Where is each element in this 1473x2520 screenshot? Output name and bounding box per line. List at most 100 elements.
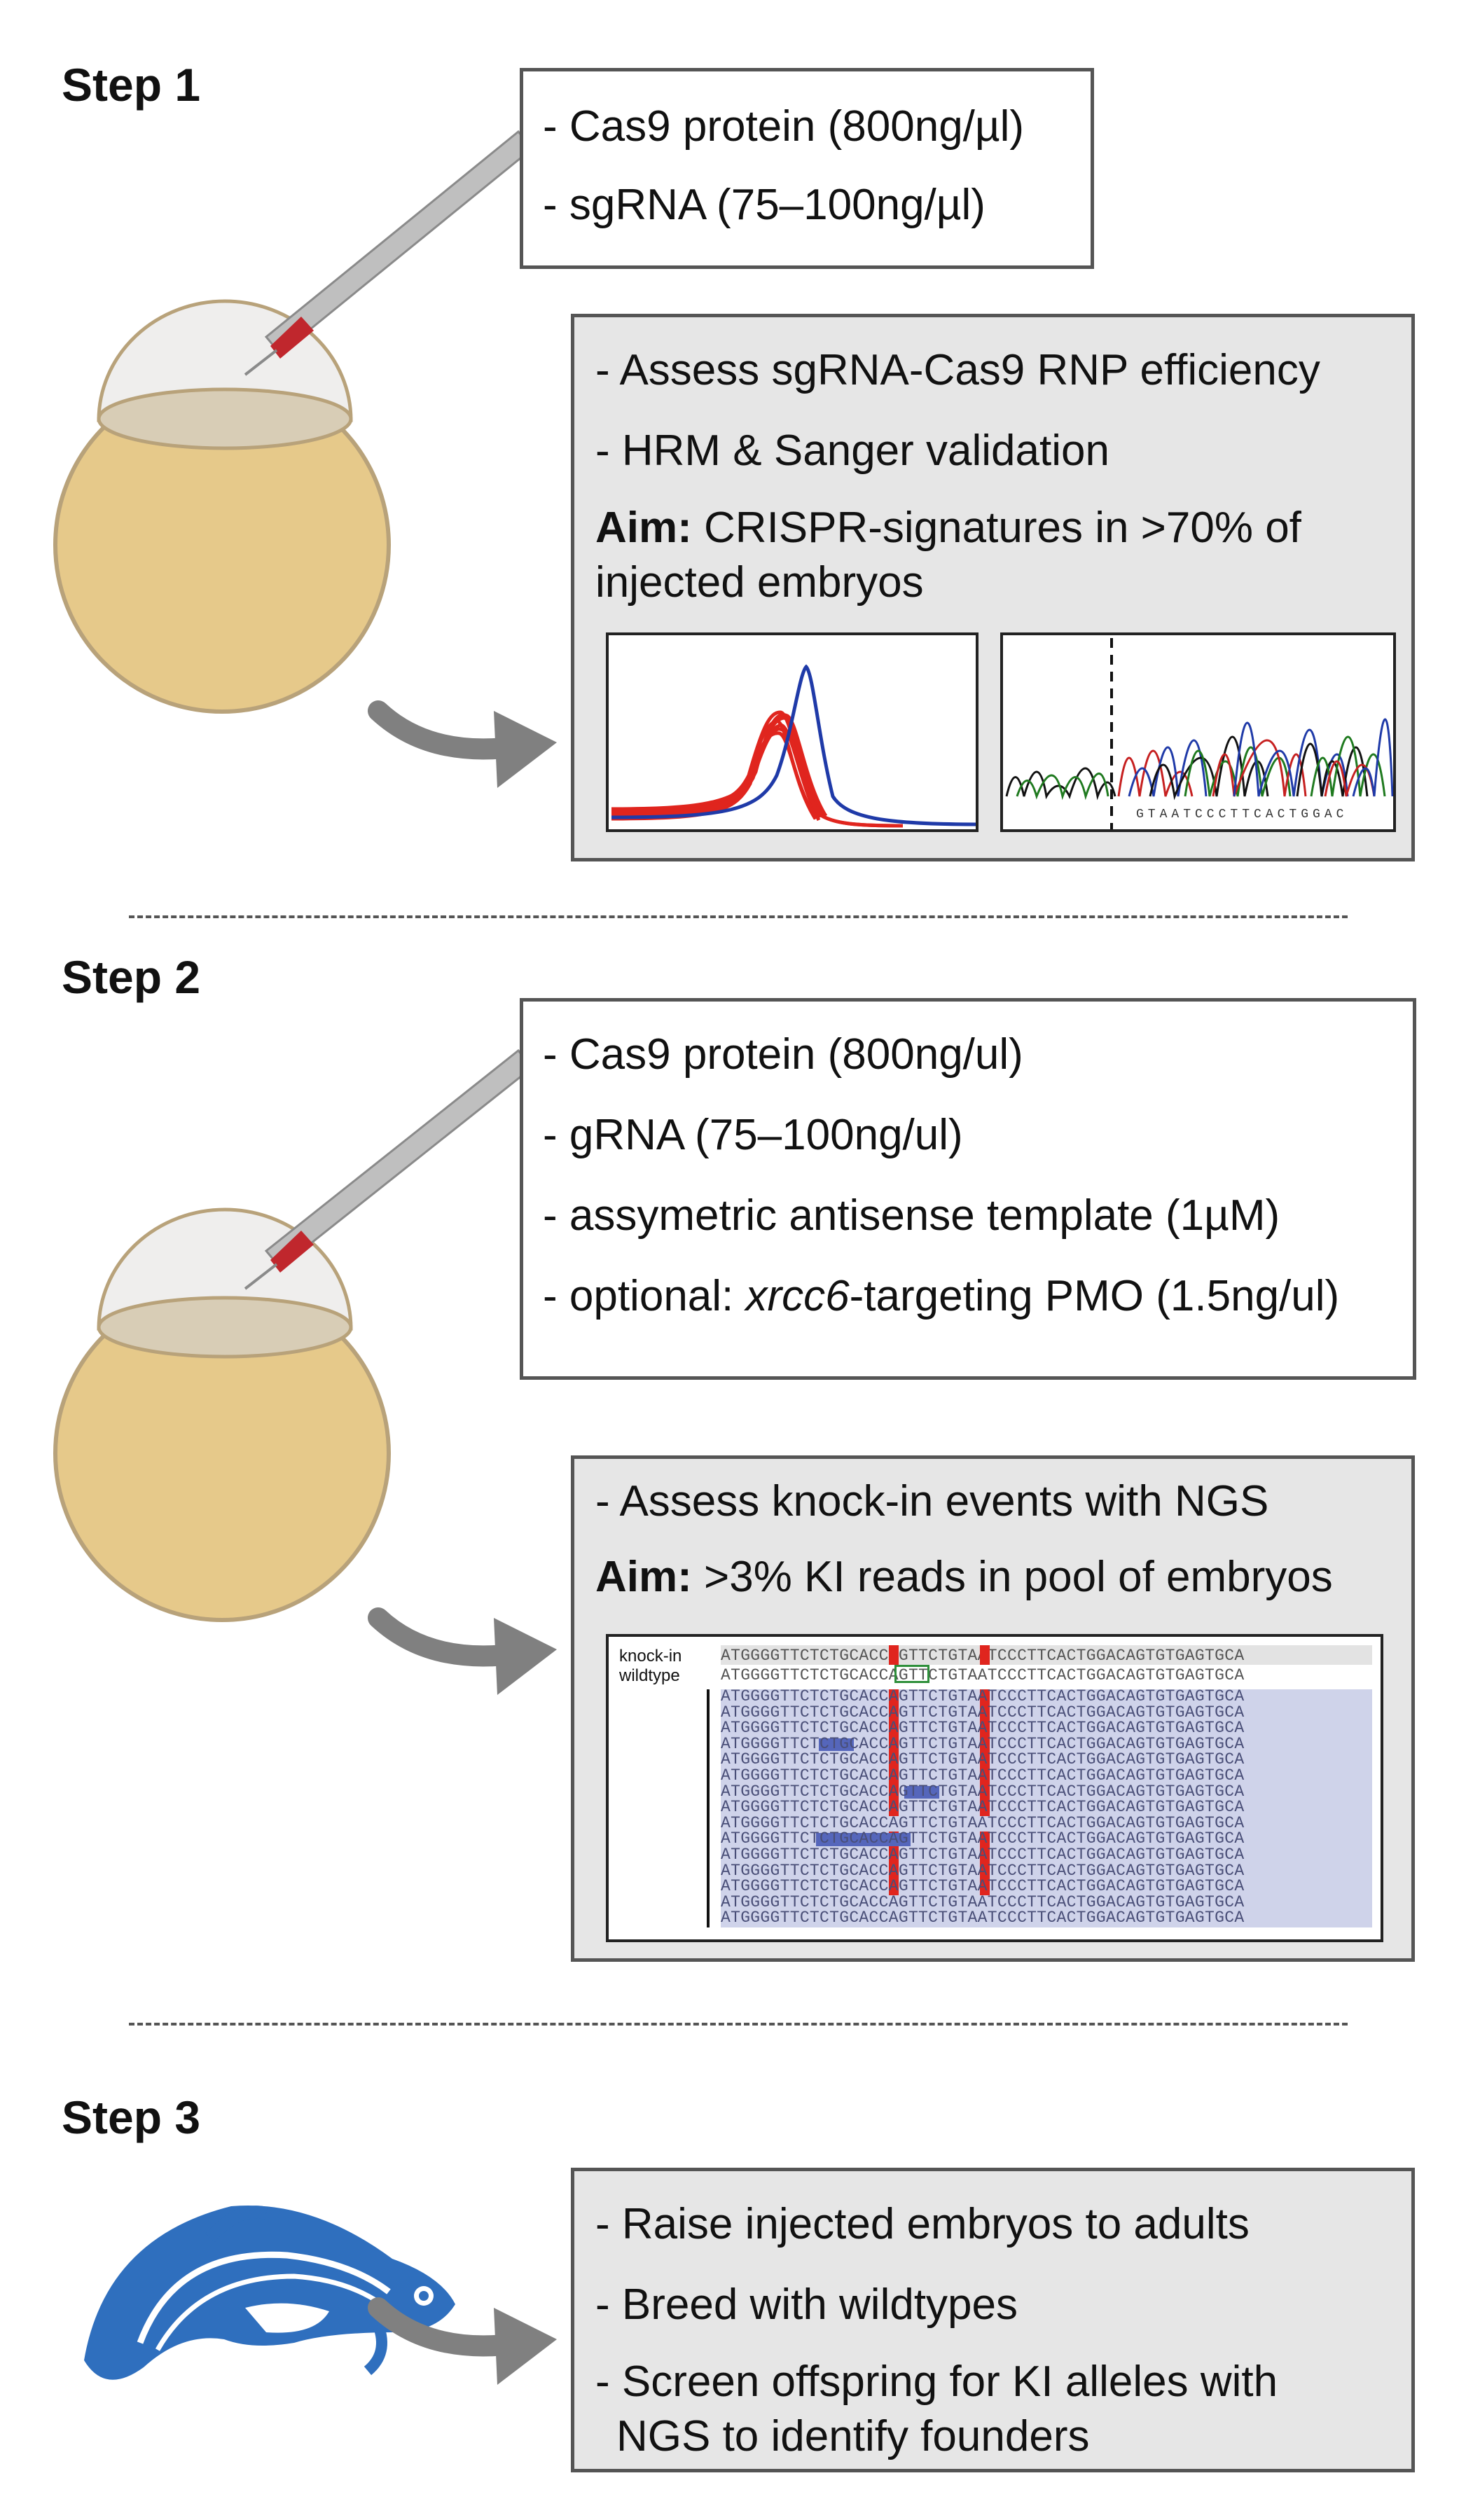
step1-aim-text2: injected embryos — [595, 558, 924, 607]
read-ki-mark — [980, 1832, 990, 1848]
step1-assess-hrm: - HRM & Sanger validation — [595, 427, 1109, 475]
step1-injection-box: - Cas9 protein (800ng/µl) - sgRNA (75–10… — [520, 68, 1094, 269]
step3-screen-line1: - Screen offspring for KI alleles with — [595, 2358, 1278, 2406]
read-row: ATGGGGTTCTCTGCACCAGTTCTGTAATCCCTTCACTGGA… — [721, 1782, 1245, 1801]
zebrafish-icon — [84, 2205, 455, 2380]
read-deletion — [816, 1833, 911, 1846]
ngs-alignment-panel: knock-in wildtype ATGGGGTTCTCTGCACCAGTTC… — [606, 1634, 1383, 1942]
read-ki-mark — [889, 1689, 899, 1705]
read-row: ATGGGGTTCTCTGCACCAGTTCTGTAATCCCTTCACTGGA… — [721, 1750, 1245, 1769]
read-ki-mark — [980, 1879, 990, 1895]
pam-site-box — [894, 1665, 929, 1683]
read-row: ATGGGGTTCTCTGCACCAGTTCTGTAATCCCTTCACTGGA… — [721, 1846, 1245, 1864]
read-ki-mark — [889, 1705, 899, 1722]
read-row: ATGGGGTTCTCTGCACCAGTTCTGTAATCCCTTCACTGGA… — [721, 1766, 1245, 1785]
step2-aim-text: >3% KI reads in pool of embryos — [704, 1553, 1333, 1601]
embryo-step2 — [53, 1207, 391, 1622]
read-ki-mark — [889, 1879, 899, 1895]
sanger-sequence-text: GTAATCCCTTCACTGGAC — [1136, 808, 1348, 822]
step1-aim-text1: CRISPR-signatures in >70% of — [704, 504, 1301, 552]
read-ki-mark — [980, 1768, 990, 1785]
arrow-head-step2 — [494, 1618, 557, 1695]
sanger-trace-plot: GTAATCCCTTCACTGGAC — [1000, 632, 1396, 832]
read-row: ATGGGGTTCTCTGCACCAGTTCTGTAATCCCTTCACTGGA… — [721, 1719, 1245, 1738]
read-deletion — [904, 1785, 939, 1799]
read-row: ATGGGGTTCTCTGCACCAGTTCTGTAATCCCTTCACTGGA… — [721, 1861, 1245, 1880]
read-ki-mark — [980, 1721, 990, 1737]
read-ki-mark — [889, 1736, 899, 1753]
step2-aim-line: Aim: >3% KI reads in pool of embryos — [595, 1556, 1333, 1599]
step2-inj-pmo-prefix: - optional: — [543, 1272, 746, 1320]
step3-title: Step 3 — [62, 2091, 201, 2143]
embryo-step1 — [53, 299, 391, 714]
alignment-wildtype-label: wildtype — [619, 1666, 680, 1685]
read-ki-mark — [889, 1784, 899, 1801]
read-row: ATGGGGTTCTCTGCACCAGTTCTGTAATCCCTTCACTGGA… — [721, 1798, 1245, 1817]
arrow-head-step3 — [494, 2308, 557, 2385]
read-row: ATGGGGTTCTCTGCACCAGTTCTGTAATCCCTTCACTGGA… — [721, 1829, 1245, 1848]
read-row: ATGGGGTTCTCTGCACCAGTTCTGTAATCCCTTCACTGGA… — [721, 1734, 1245, 1753]
step2-inj-grna: - gRNA (75–100ng/ul) — [543, 1111, 963, 1159]
step1-inj-sgrna: - sgRNA (75–100ng/µl) — [543, 181, 986, 229]
hrm-wildtype-curve — [611, 664, 976, 826]
step1-title: Step 1 — [62, 59, 201, 111]
alignment-wildtype-seq: ATGGGGTTCTCTGCACCAGTTCTGTAATCCCTTCACTGGA… — [721, 1666, 1245, 1684]
read-ki-mark — [889, 1800, 899, 1816]
read-ki-mark — [980, 1784, 990, 1801]
step1-inj-cas9: - Cas9 protein (800ng/µl) — [543, 102, 1025, 151]
ki-mark-2-ref — [980, 1645, 990, 1665]
read-ki-mark — [980, 1863, 990, 1880]
separator-2 — [129, 2023, 1348, 2026]
read-row: ATGGGGTTCTCTGCACCAGTTCTGTAATCCCTTCACTGGA… — [721, 1703, 1245, 1722]
step2-aim-label: Aim: — [595, 1553, 692, 1601]
step2-assess-box: - Assess knock-in events with NGS Aim: >… — [571, 1455, 1415, 1962]
step3-breed: - Breed with wildtypes — [595, 2280, 1018, 2329]
step2-inj-pmo-suffix: -targeting PMO (1.5ng/ul) — [849, 1272, 1340, 1320]
read-ki-mark — [980, 1705, 990, 1722]
alignment-knockin-label: knock-in — [619, 1647, 682, 1666]
step2-assess-ngs: - Assess knock-in events with NGS — [595, 1477, 1269, 1525]
reads-block — [721, 1689, 1372, 1927]
read-ki-mark — [889, 1848, 899, 1864]
hrm-curve-plot — [606, 632, 978, 832]
step2-inj-cas9: - Cas9 protein (800ng/ul) — [543, 1030, 1023, 1079]
read-ki-mark — [980, 1736, 990, 1753]
step1-aim-label: Aim: — [595, 504, 692, 552]
step3-box: - Raise injected embryos to adults - Bre… — [571, 2168, 1415, 2472]
read-ki-mark — [980, 1752, 990, 1768]
read-row: ATGGGGTTCTCTGCACCAGTTCTGTAATCCCTTCACTGGA… — [721, 1813, 1245, 1832]
alignment-knockin-row — [721, 1645, 1372, 1665]
step3-raise: - Raise injected embryos to adults — [595, 2200, 1250, 2248]
needle-step2 — [244, 1048, 534, 1290]
step2-inj-template: - assymetric antisense template (1µM) — [543, 1191, 1280, 1240]
ki-mark-1-ref — [889, 1645, 899, 1665]
step3-screen-line2: NGS to identify founders — [616, 2412, 1090, 2460]
read-ki-mark — [980, 1848, 990, 1864]
read-ki-mark — [980, 1689, 990, 1705]
aligned-reads: ATGGGGTTCTCTGCACCAGTTCTGTAATCCCTTCACTGGA… — [721, 1689, 1372, 1927]
reads-left-rule — [707, 1689, 710, 1927]
read-ki-mark — [889, 1721, 899, 1737]
read-ki-mark — [889, 1863, 899, 1880]
blastodisc-base-step1 — [97, 387, 353, 450]
read-row: ATGGGGTTCTCTGCACCAGTTCTGTAATCCCTTCACTGGA… — [721, 1687, 1245, 1705]
read-deletion — [819, 1738, 854, 1752]
read-ki-mark — [889, 1768, 899, 1785]
hrm-mutant-curves — [611, 710, 904, 828]
read-row: ATGGGGTTCTCTGCACCAGTTCTGTAATCCCTTCACTGGA… — [721, 1877, 1245, 1896]
arrow-head-step1 — [494, 711, 557, 788]
step2-inj-pmo: - optional: xrcc6-targeting PMO (1.5ng/u… — [543, 1275, 1339, 1318]
step1-assess-box: - Assess sgRNA-Cas9 RNP efficiency - HRM… — [571, 314, 1415, 861]
separator-1 — [129, 915, 1348, 918]
step1-assess-rnp: - Assess sgRNA-Cas9 RNP efficiency — [595, 346, 1320, 394]
read-ki-mark — [889, 1752, 899, 1768]
step1-aim-line1: Aim: CRISPR-signatures in >70% of — [595, 506, 1301, 550]
step2-inj-pmo-gene: xrcc6 — [745, 1272, 850, 1320]
read-row: ATGGGGTTCTCTGCACCAGTTCTGTAATCCCTTCACTGGA… — [721, 1892, 1245, 1911]
read-ki-mark — [980, 1800, 990, 1816]
read-row: ATGGGGTTCTCTGCACCAGTTCTGTAATCCCTTCACTGGA… — [721, 1909, 1245, 1927]
step2-injection-box: - Cas9 protein (800ng/ul) - gRNA (75–100… — [520, 998, 1416, 1380]
step2-title: Step 2 — [62, 951, 201, 1003]
blastodisc-base-step2 — [97, 1296, 353, 1359]
